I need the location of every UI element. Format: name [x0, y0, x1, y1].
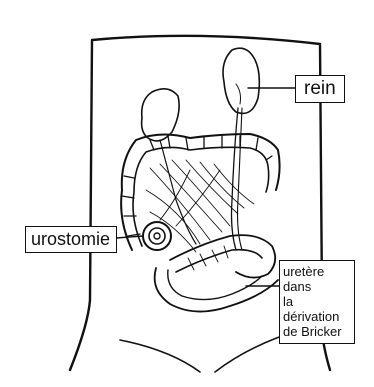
label-ureter-line1: uretère dans	[283, 264, 349, 294]
ureter-right	[232, 108, 239, 250]
ureter-left	[160, 140, 196, 244]
label-urostomie: urostomie	[25, 226, 117, 253]
kidney-right	[223, 48, 259, 113]
label-ureter-line2: la dérivation	[283, 294, 349, 324]
stoma	[143, 222, 171, 250]
label-ureter: uretère dans la dérivation de Bricker	[279, 260, 355, 344]
label-ureter-line3: de Bricker	[283, 324, 349, 339]
kidney-left	[142, 89, 180, 141]
groin-lines	[120, 330, 300, 372]
label-rein: rein	[295, 75, 345, 103]
